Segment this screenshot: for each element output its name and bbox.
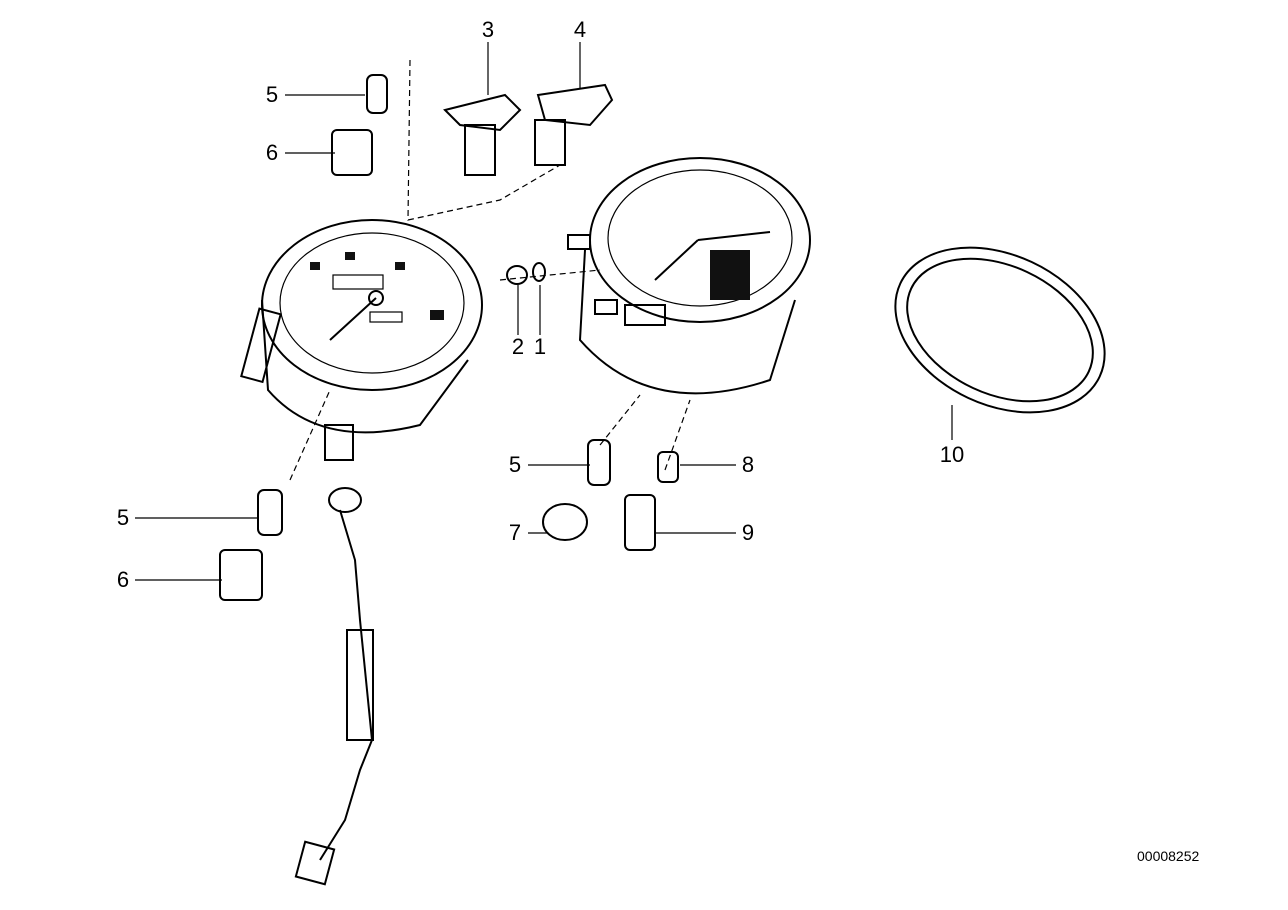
callout-7: 7 <box>508 520 522 545</box>
speedometer-cable <box>294 487 374 886</box>
bezel-ring <box>894 246 1106 414</box>
leader-lines <box>135 42 953 581</box>
callout-3: 3 <box>481 17 495 42</box>
callout-5: 5 <box>508 452 522 477</box>
callout-6: 6 <box>265 140 279 165</box>
callout-2: 2 <box>511 334 525 359</box>
speedometer <box>240 219 483 461</box>
callout-9: 9 <box>741 520 755 545</box>
diagram-number: 00008252 <box>1137 848 1200 864</box>
tachometer <box>567 157 811 395</box>
assembly-lines <box>289 59 691 481</box>
callout-4: 4 <box>573 17 587 42</box>
callout-8: 8 <box>741 452 755 477</box>
callout-6: 6 <box>116 567 130 592</box>
small-parts <box>219 74 679 601</box>
callout-1: 1 <box>533 334 547 359</box>
callout-10: 10 <box>939 442 965 467</box>
callout-5: 5 <box>116 505 130 530</box>
callout-5: 5 <box>265 82 279 107</box>
